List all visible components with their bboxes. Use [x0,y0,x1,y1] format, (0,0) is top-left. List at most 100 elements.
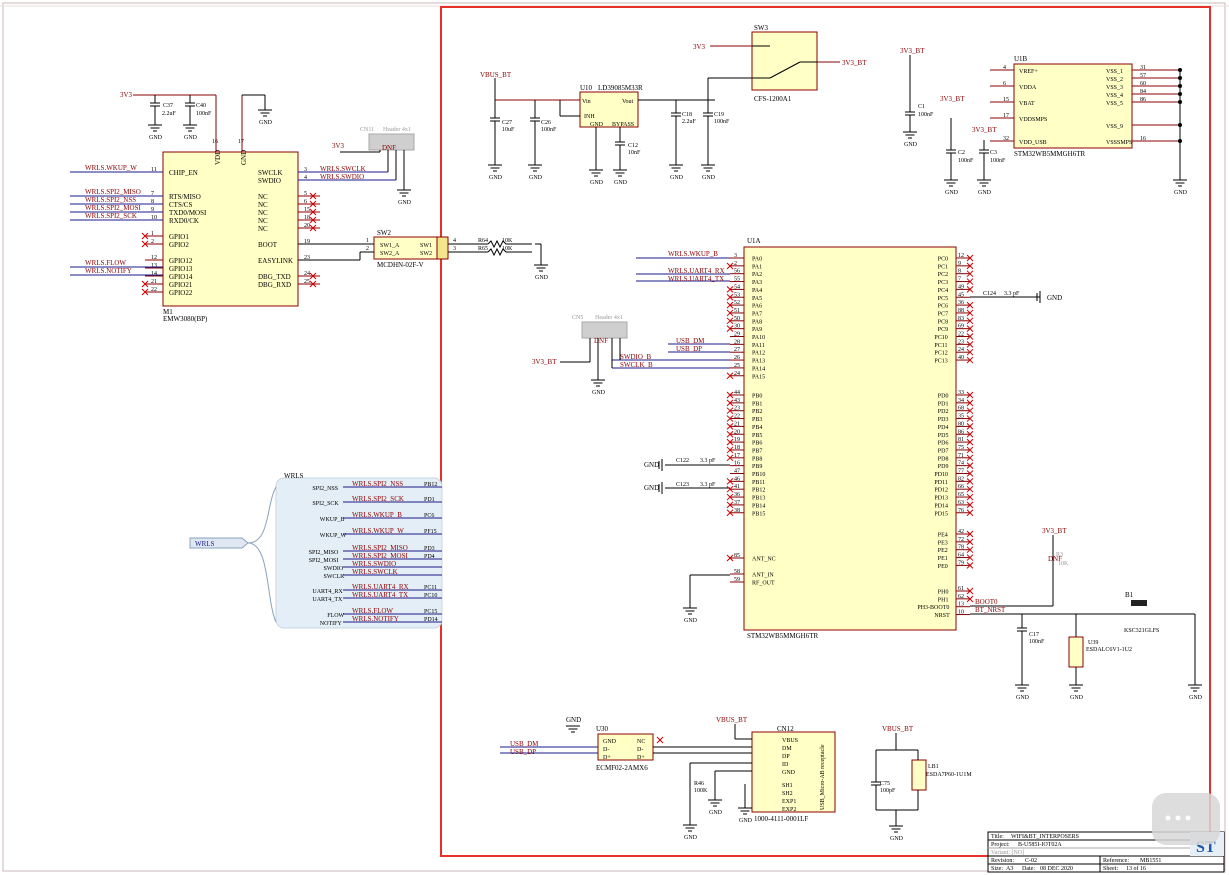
bus-pin-pd3: PD3 [424,546,435,552]
u1a-pin-num: 40 [958,355,964,361]
u10-ref: U10 [580,84,593,92]
u1b-pin-vddsmps: VDDSMPS [1019,117,1047,123]
svg-text:Variant: [NO]: Variant: [NO] [991,850,1024,856]
m1-pin-rtsmiso: RTS/MISO [169,193,201,201]
u1a-pin-pc12: PC12 [934,351,947,357]
m1-pin-num: 25 [304,279,310,285]
svg-text:R46: R46 [694,781,704,787]
svg-text:Project:: Project: [991,842,1010,848]
u1a-pin-pd1: PD1 [938,401,949,407]
sw2-switch: SW2 SW1_A SW2_A SW1 SW2 MCDHN-02F-V 1 2 … [298,229,542,269]
svg-text:CN5: CN5 [572,315,583,321]
gnd-label: GND [904,142,918,148]
svg-text:C2: C2 [958,150,965,156]
u1a-pin-pd10: PD10 [934,472,948,478]
u10-ldo: VBUS_BT Vin Vout INH GND BYPASS U10 LD39… [480,71,752,170]
u1a-pin-pa11: PA11 [752,343,765,349]
m1-gnd-label: GND [240,150,248,165]
u1a-pin-num: 35 [958,414,964,420]
svg-text:C12: C12 [628,143,638,149]
u1a-pin-num: 3 [734,253,737,259]
u1a-pin-num: 68 [958,406,964,412]
cn11-3v3: 3V3 [332,142,345,150]
u1a-pin-num: 56 [734,269,740,275]
u1a-pin-pa15: PA15 [752,374,765,380]
svg-text:Vin: Vin [582,99,591,105]
net-spi2-nss: WRLS.SPI2_NSS [85,196,136,204]
u1a-pin-pb1: PB1 [752,401,762,407]
m1-pin-gpio2: GPIO2 [169,241,189,249]
svg-text:DP: DP [782,754,790,760]
u1a-pin-num: 76 [958,508,964,514]
bus-net-spi2_sck: WRLS.SPI2_SCK [352,495,404,503]
m1-pin-num: 11 [151,167,157,173]
gnd-label: GND [1070,695,1084,701]
m1-pin-nc: NC [258,201,268,209]
u1a-pin-ph1: PH1 [938,597,949,603]
u1a-pin-num: 21 [734,421,740,427]
svg-text:ESDALC6V1-1U2: ESDALC6V1-1U2 [1086,647,1132,653]
u1a-pin-num: 24 [958,347,964,353]
svg-text:4: 4 [453,238,456,244]
svg-text:2.2uF: 2.2uF [682,119,697,125]
m1-pin-num: 1 [151,231,154,237]
svg-text:100K: 100K [694,788,708,794]
sw2-pin-sw1a: SW1_A [380,243,400,249]
m1-pin-num: 23 [304,255,310,261]
svg-text:2: 2 [366,246,369,252]
u1a-pin-pc7: PC7 [938,311,948,317]
u1a-pin-pd12: PD12 [934,488,948,494]
m1-pin-num: 14 [151,271,157,277]
svg-text:R3: R3 [1056,552,1063,558]
bus-port-wkup_w: WKUP_W [320,533,347,539]
net-swdio: WRLS.SWDIO [320,173,364,181]
sw2-pin-sw2a: SW2_A [380,251,400,257]
u1a-pin-pa4: PA4 [752,288,762,294]
u1a-pin-rfout: RF_OUT [752,581,775,587]
u1a-pin-pa1: PA1 [752,264,762,270]
m1-pin-rxd0ck: RXD0/CK [169,217,199,225]
net-flow: WRLS.FLOW [85,259,126,267]
gnd-label: GND [684,835,698,841]
svg-text:BYPASS: BYPASS [612,122,634,128]
u1a-pin-num: 71 [958,453,964,459]
chat-widget-icon[interactable] [1152,793,1220,845]
m1-value: EMW3080(BP) [163,315,208,323]
u1a-pin-num: 37 [734,500,740,506]
u1b-pin-num: 84 [1140,89,1146,95]
m1-pin-dbgrxd: DBG_RXD [258,281,291,289]
u1a-pin-pd2: PD2 [938,409,949,415]
u1a-pin-num: 24 [734,371,740,377]
svg-text:3V3_BT: 3V3_BT [532,358,557,366]
svg-text:3V3: 3V3 [693,43,706,51]
r65-value: 10K [502,246,513,252]
u1a-pin-pa0: PA0 [752,257,762,263]
svg-text:C122: C122 [676,458,689,464]
u1b-pin-vss1: VSS_1 [1106,69,1123,75]
u1a-pin-num: 22 [958,332,964,338]
sw3-value: CFS-1200A1 [754,95,792,103]
u1a-pin-num: 59 [734,577,740,583]
svg-text:KSC321GLFS: KSC321GLFS [1124,628,1159,634]
u1a-pin-num: 86 [958,429,964,435]
c37-ref: C37 [163,103,173,109]
b1-ref: B1 [1125,591,1134,599]
u1a-pin-num: 85 [734,553,740,559]
u1a-pin-num: 23 [958,339,964,345]
m1-pin-num: 20 [304,223,310,229]
u1a-pin-pd0: PD0 [938,394,949,400]
u1a-pin-num: 80 [958,421,964,427]
m1-pin-num: 10 [151,215,157,221]
svg-text:DNF: DNF [1048,555,1062,563]
u1a-pin-num: 52 [734,300,740,306]
m1-pin-gpio22: GPIO22 [169,289,193,297]
u1a-pin-pd9: PD9 [938,464,949,470]
svg-text:USB_DP: USB_DP [510,748,536,756]
u1a-pin-num: 23 [734,406,740,412]
svg-text:100nF: 100nF [1029,639,1045,645]
svg-text:C26: C26 [541,120,551,126]
svg-text:ESDA7P60-1U1M: ESDA7P60-1U1M [926,772,972,778]
gnd-label: GND [592,390,606,396]
cn11-value: Header 4x1 [383,127,411,133]
